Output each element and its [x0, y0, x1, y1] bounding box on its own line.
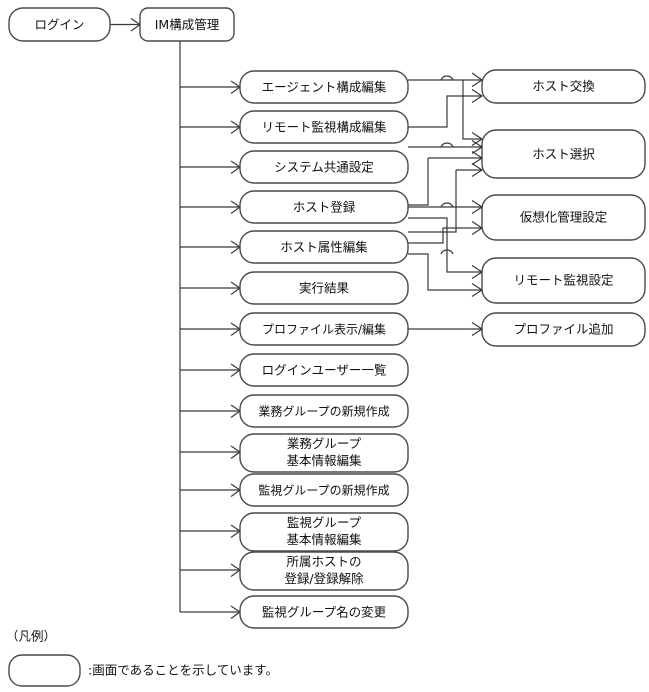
node-monitor-group-basic-edit-box[interactable] — [239, 512, 409, 552]
node-system-common-setting-label: システム共通設定 — [274, 160, 374, 175]
arrow-system-common-to-host-select — [471, 150, 484, 166]
arrow-host-register-to-remote-monitor-setting — [471, 264, 484, 280]
node-host-exchange-label: ホスト交換 — [532, 79, 595, 94]
node-virtual-mgmt-setting-box[interactable] — [481, 194, 646, 241]
node-host-exchange[interactable]: ホスト交換 — [481, 69, 646, 104]
edge-agent-to-host-exchange — [408, 72, 484, 88]
node-monitor-group-rename[interactable]: 監視グループ名の変更 — [239, 595, 409, 629]
node-host-select[interactable]: ホスト選択 — [481, 129, 646, 179]
edge-host-attr-to-remote-monitor-setting — [408, 253, 484, 298]
edge-remote-config-to-host-exchange — [408, 88, 484, 128]
legend-description: :画面であることを示しています。 — [88, 663, 278, 678]
node-login-user-list[interactable]: ログインユーザー一覧 — [239, 353, 409, 387]
edge-host-register-to-virtual-mgmt — [408, 199, 484, 215]
node-virtual-mgmt-setting[interactable]: 仮想化管理設定 — [481, 194, 646, 241]
node-monitor-group-new-box[interactable] — [239, 473, 409, 507]
node-biz-group-basic-edit-box[interactable] — [239, 433, 409, 473]
node-monitor-group-rename-label: 監視グループ名の変更 — [262, 605, 387, 620]
node-login-user-list-box[interactable] — [239, 353, 409, 387]
node-host-register[interactable]: ホスト登録 — [239, 190, 409, 224]
node-login-user-list-label: ログインユーザー一覧 — [262, 363, 387, 378]
arrow-agent-to-host-exchange — [471, 72, 484, 88]
node-profile-view-edit[interactable]: プロファイル表示/編集 — [239, 312, 409, 346]
node-monitor-group-basic-edit-label-line1: 監視グループ — [287, 515, 362, 530]
node-execution-result-label: 実行結果 — [299, 281, 350, 296]
legend-sample-box — [8, 654, 81, 687]
node-profile-add[interactable]: プロファイル追加 — [481, 312, 646, 347]
node-monitor-group-basic-edit-label-line2: 基本情報編集 — [286, 532, 362, 547]
edge-system-common-to-host-select — [408, 150, 484, 206]
line-hop-4 — [440, 202, 454, 208]
node-virtual-mgmt-setting-label: 仮想化管理設定 — [520, 210, 608, 225]
arrow-host-attr-to-remote-monitor-setting — [471, 282, 484, 298]
node-biz-group-basic-edit-label-line1: 業務グループ — [287, 436, 362, 451]
node-host-attribute-edit[interactable]: ホスト属性編集 — [239, 230, 409, 264]
node-biz-group-basic-edit[interactable]: 業務グループ 基本情報編集 — [239, 433, 409, 473]
node-host-register-label: ホスト登録 — [293, 200, 356, 215]
node-monitor-group-new-label: 監視グループの新規作成 — [258, 483, 389, 498]
node-member-host-register-label-line2: 登録/登録解除 — [284, 571, 364, 586]
node-monitor-group-basic-edit[interactable]: 監視グループ 基本情報編集 — [239, 512, 409, 552]
node-login-label: ログイン — [34, 17, 84, 32]
node-remote-monitor-config[interactable]: リモート監視構成編集 — [239, 110, 409, 144]
node-profile-add-label: プロファイル追加 — [513, 322, 613, 337]
arrow-host-attr-to-virtual-mgmt — [471, 220, 484, 236]
node-system-common-setting-box[interactable] — [239, 150, 409, 184]
node-host-select-label: ホスト選択 — [532, 147, 595, 162]
arrow-profile-view-to-profile-add — [471, 321, 484, 337]
line-hop-3 — [440, 249, 454, 255]
arrow-remote-config-to-host-select — [471, 139, 484, 155]
edge-host-attr-to-virtual-mgmt — [408, 220, 484, 244]
node-member-host-register-box[interactable] — [239, 551, 409, 591]
arrow-host-register-to-virtual-mgmt — [471, 199, 484, 215]
node-im-config-management-box[interactable] — [139, 7, 235, 42]
line-hop-2 — [440, 142, 454, 148]
node-member-host-register[interactable]: 所属ホストの 登録/登録解除 — [239, 551, 409, 591]
node-remote-monitor-setting-box[interactable] — [481, 257, 646, 304]
node-profile-view-edit-label: プロファイル表示/編集 — [262, 322, 386, 337]
spine-branches — [180, 80, 242, 619]
node-biz-group-new-label: 業務グループの新規作成 — [258, 404, 389, 419]
edge-host-register-to-host-select — [408, 162, 484, 233]
node-execution-result[interactable]: 実行結果 — [239, 271, 409, 305]
node-host-attribute-edit-box[interactable] — [239, 230, 409, 264]
edge-remote-config-to-host-select — [408, 139, 484, 155]
node-remote-monitor-setting[interactable]: リモート監視設定 — [481, 257, 646, 304]
line-hop-1 — [440, 75, 454, 81]
node-login[interactable]: ログイン — [8, 7, 111, 42]
edge-host-register-to-remote-monitor-setting — [408, 217, 484, 280]
node-biz-group-new-box[interactable] — [239, 394, 409, 428]
legend-title: （凡例） — [6, 629, 56, 644]
node-host-select-box[interactable] — [481, 129, 646, 179]
node-execution-result-box[interactable] — [239, 271, 409, 305]
node-system-common-setting[interactable]: システム共通設定 — [239, 150, 409, 184]
node-monitor-group-new[interactable]: 監視グループの新規作成 — [239, 473, 409, 507]
node-remote-monitor-config-label: リモート監視構成編集 — [261, 120, 387, 135]
edge-profile-view-to-profile-add — [408, 321, 484, 337]
node-biz-group-basic-edit-label-line2: 基本情報編集 — [286, 453, 362, 468]
node-remote-monitor-setting-label: リモート監視設定 — [513, 273, 613, 288]
node-im-config-management-label: IM構成管理 — [155, 17, 220, 32]
node-host-exchange-box[interactable] — [481, 69, 646, 104]
node-host-attribute-edit-label: ホスト属性編集 — [280, 240, 368, 255]
node-agent-config-edit-label: エージェント構成編集 — [262, 80, 387, 95]
arrow-remote-config-to-host-exchange — [471, 88, 484, 104]
node-agent-config-edit[interactable]: エージェント構成編集 — [239, 70, 409, 104]
node-member-host-register-label-line1: 所属ホストの — [286, 554, 361, 569]
node-monitor-group-rename-box[interactable] — [239, 595, 409, 629]
node-agent-config-edit-box[interactable] — [239, 70, 409, 104]
node-biz-group-new[interactable]: 業務グループの新規作成 — [239, 394, 409, 428]
node-im-config-management[interactable]: IM構成管理 — [139, 7, 235, 42]
arrow-host-register-to-host-select — [471, 162, 484, 178]
